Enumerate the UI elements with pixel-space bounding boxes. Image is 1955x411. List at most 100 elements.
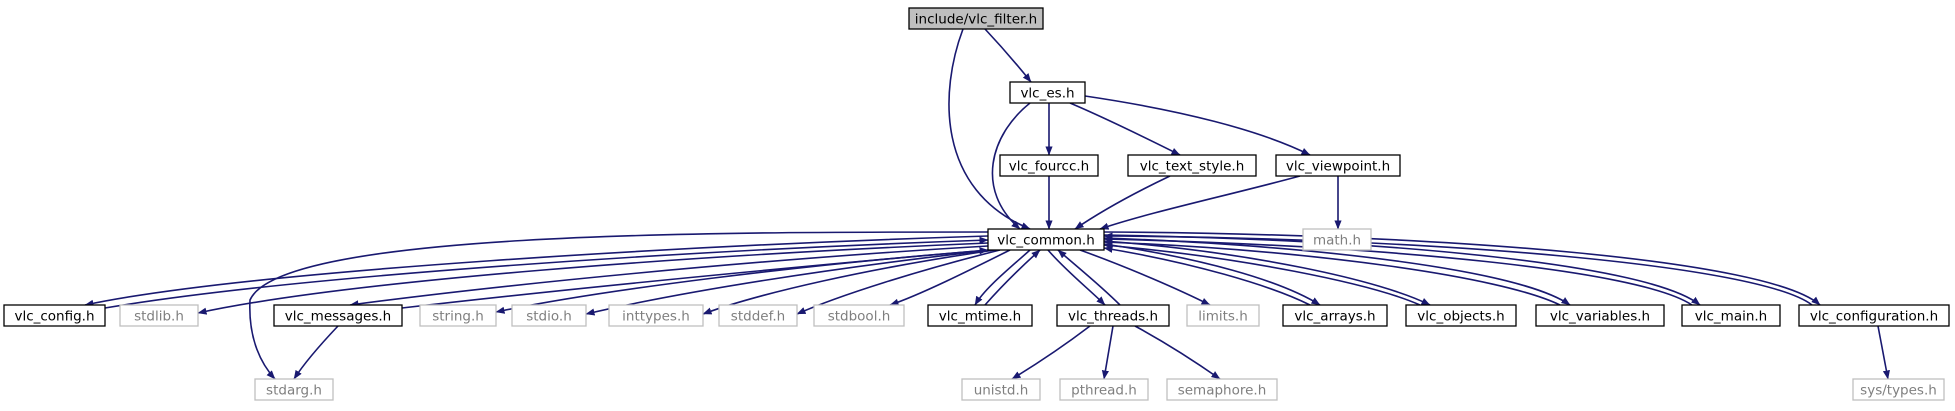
node-math: math.h <box>1302 228 1372 251</box>
node-stdio: stdio.h <box>511 304 587 327</box>
edge-vlc_messages-to-stdarg <box>293 325 339 380</box>
node-limits: limits.h <box>1186 304 1260 327</box>
node-vlc-main[interactable]: vlc_main.h <box>1681 304 1781 327</box>
node-label: vlc_es.h <box>1020 86 1074 102</box>
edge-vlc_filter-to-vlc_common <box>948 28 1031 230</box>
edge-vlc_common-to-stdarg <box>249 231 989 380</box>
node-label: vlc_arrays.h <box>1294 309 1375 325</box>
edge-vlc_es-to-vlc_viewpoint <box>1084 95 1311 156</box>
edge-vlc_configuration-to-sys_types <box>1877 325 1890 380</box>
edge-vlc_common-to-vlc_main <box>1103 234 1701 306</box>
node-box <box>1681 304 1781 327</box>
node-vlc-mtime[interactable]: vlc_mtime.h <box>927 304 1033 327</box>
edge-vlc_variables-to-vlc_common <box>1103 238 1561 306</box>
node-box <box>1166 378 1278 401</box>
edge-vlc_viewpoint-to-vlc_common <box>1099 175 1301 230</box>
node-box <box>1798 304 1950 327</box>
node-label: vlc_config.h <box>14 309 94 325</box>
node-vlc-messages[interactable]: vlc_messages.h <box>273 304 403 327</box>
node-label: math.h <box>1313 233 1361 249</box>
edge-vlc_threads-to-vlc_common <box>1057 249 1121 306</box>
node-string: string.h <box>419 304 497 327</box>
edge-vlc_common-to-vlc_mtime <box>974 249 1031 306</box>
node-box <box>718 304 798 327</box>
node-box <box>1302 228 1372 251</box>
node-label: unistd.h <box>974 383 1029 399</box>
edge-vlc_common-to-vlc_threads <box>1047 249 1106 306</box>
edge-vlc_common-to-stdlib <box>197 242 989 315</box>
node-box <box>908 7 1044 30</box>
node-box <box>1405 304 1517 327</box>
edge-vlc_filter-to-vlc_es <box>984 28 1032 83</box>
edge-vlc_common-to-stdbool <box>889 249 1011 306</box>
edge-vlc_common-to-vlc_arrays <box>1103 243 1321 306</box>
node-vlc-viewpoint[interactable]: vlc_viewpoint.h <box>1275 154 1401 177</box>
edge-vlc_common-to-vlc_config <box>84 235 989 307</box>
node-box <box>1059 378 1149 401</box>
node-box <box>1127 154 1257 177</box>
node-box <box>1282 304 1388 327</box>
node-stdarg: stdarg.h <box>254 378 334 401</box>
edge-vlc_common-to-limits <box>1079 249 1211 306</box>
node-box <box>1275 154 1401 177</box>
node-vlc-common[interactable]: vlc_common.h <box>987 228 1105 251</box>
node-vlc-configuration[interactable]: vlc_configuration.h <box>1798 304 1950 327</box>
node-unistd: unistd.h <box>961 378 1041 401</box>
edge-vlc_configuration-to-vlc_common <box>1103 232 1813 306</box>
node-vlc-variables[interactable]: vlc_variables.h <box>1535 304 1665 327</box>
node-box <box>999 154 1099 177</box>
edge-vlc_threads-to-unistd <box>1011 325 1091 380</box>
node-box <box>1535 304 1665 327</box>
edge-vlc_main-to-vlc_common <box>1103 235 1693 306</box>
node-label: vlc_common.h <box>997 233 1095 249</box>
node-box <box>813 304 905 327</box>
edge-vlc_common-to-vlc_objects <box>1103 240 1431 306</box>
node-label: stdbool.h <box>828 309 891 325</box>
node-label: semaphore.h <box>1178 383 1267 399</box>
node-stdlib: stdlib.h <box>119 304 199 327</box>
node-vlc-es[interactable]: vlc_es.h <box>1009 81 1086 104</box>
edge-vlc_es-to-vlc_text_style <box>1069 102 1181 156</box>
node-label: limits.h <box>1198 309 1248 325</box>
node-vlc-text-style[interactable]: vlc_text_style.h <box>1127 154 1257 177</box>
node-box <box>961 378 1041 401</box>
node-label: string.h <box>432 309 484 325</box>
node-vlc-config[interactable]: vlc_config.h <box>3 304 106 327</box>
node-label: vlc_configuration.h <box>1810 309 1938 325</box>
edge-vlc_config-to-vlc_common <box>104 236 989 309</box>
node-label: vlc_text_style.h <box>1140 159 1245 175</box>
node-vlc-objects[interactable]: vlc_objects.h <box>1405 304 1517 327</box>
node-label: pthread.h <box>1071 383 1137 399</box>
node-label: stddef.h <box>731 309 785 325</box>
node-pthread: pthread.h <box>1059 378 1149 401</box>
node-label: stdio.h <box>526 309 572 325</box>
node-vlc-fourcc[interactable]: vlc_fourcc.h <box>999 154 1099 177</box>
node-vlc-arrays[interactable]: vlc_arrays.h <box>1282 304 1388 327</box>
node-box <box>927 304 1033 327</box>
node-vlc-threads[interactable]: vlc_threads.h <box>1056 304 1170 327</box>
node-label: vlc_fourcc.h <box>1009 159 1089 175</box>
node-label: vlc_viewpoint.h <box>1286 159 1390 175</box>
node-box <box>608 304 704 327</box>
node-label: inttypes.h <box>622 309 690 325</box>
node-sys-types: sys/types.h <box>1852 378 1945 401</box>
node-box <box>254 378 334 401</box>
node-box <box>419 304 497 327</box>
node-label: vlc_messages.h <box>285 309 391 325</box>
node-vlc-filter[interactable]: include/vlc_filter.h <box>908 7 1044 30</box>
node-stddef: stddef.h <box>718 304 798 327</box>
edge-vlc_objects-to-vlc_common <box>1103 242 1421 306</box>
node-label: vlc_mtime.h <box>939 309 1021 325</box>
node-label: include/vlc_filter.h <box>915 12 1037 28</box>
node-box <box>3 304 106 327</box>
node-inttypes: inttypes.h <box>608 304 704 327</box>
node-label: sys/types.h <box>1860 383 1937 399</box>
edge-vlc_common-to-vlc_configuration <box>1103 231 1821 306</box>
node-label: stdlib.h <box>134 309 184 325</box>
edge-vlc_threads-to-semaphore <box>1134 325 1221 380</box>
node-stdbool: stdbool.h <box>813 304 905 327</box>
edge-vlc_threads-to-pthread <box>1101 325 1114 380</box>
node-box <box>987 228 1105 251</box>
edge-vlc_common-to-vlc_messages <box>349 245 989 308</box>
